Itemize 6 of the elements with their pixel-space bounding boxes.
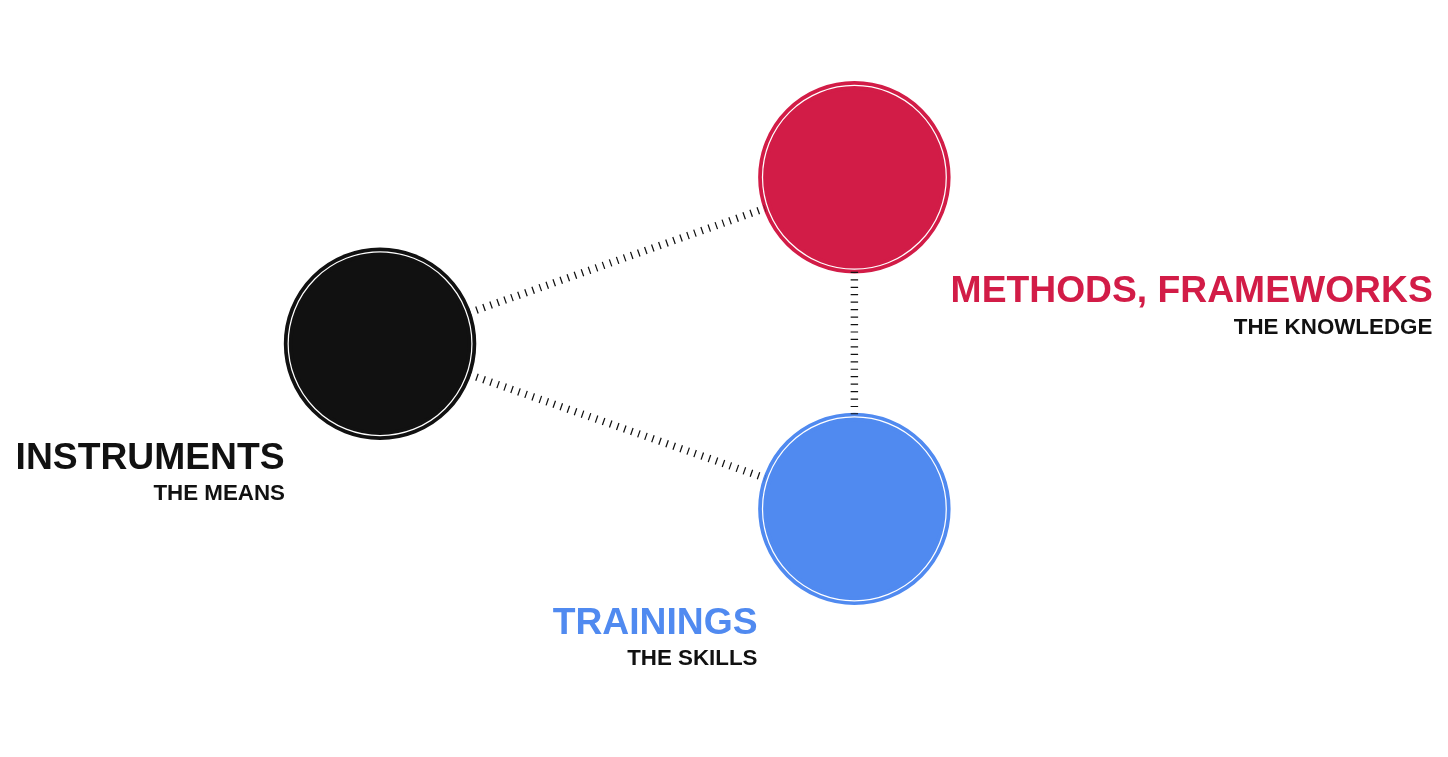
node-label: INSTRUMENTS — [15, 434, 285, 477]
node-label: METHODS, FRAMEWORKS — [950, 268, 1433, 311]
node-label: THE KNOWLEDGE — [1233, 313, 1433, 339]
node-label: THE SKILLS — [627, 645, 758, 671]
node-label: TRAININGS — [552, 599, 758, 642]
node-label: THE MEANS — [153, 480, 286, 506]
